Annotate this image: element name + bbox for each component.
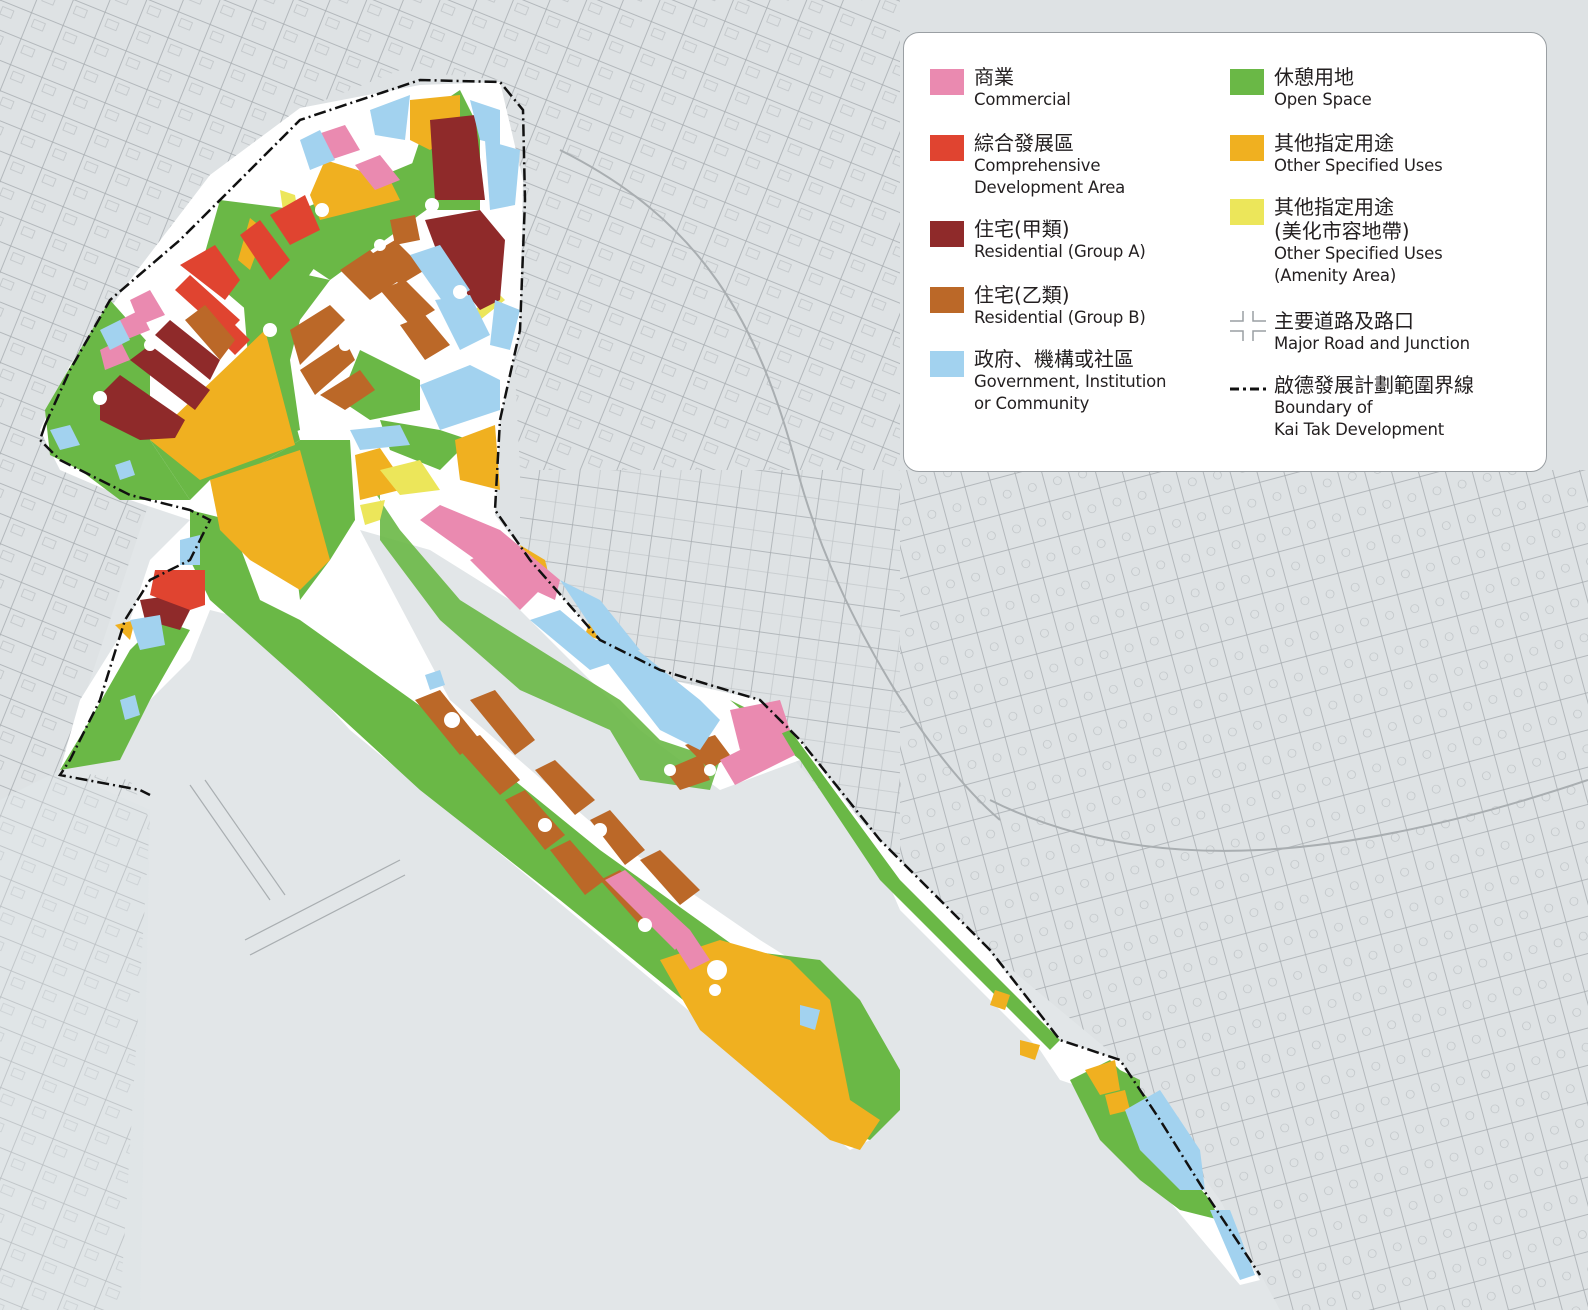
legend-label-zh: 商業 <box>974 65 1014 89</box>
legend-swatch-residential-a <box>930 221 964 247</box>
kai-tak-boundary-line <box>38 78 1262 1276</box>
residential-group-a-zones <box>100 115 505 630</box>
legend-label-en: Residential (Group B) <box>974 308 1146 327</box>
legend-label-zh: 主要道路及路口 <box>1274 309 1414 333</box>
boundary-line-icon <box>1230 387 1266 391</box>
legend-label-en: Open Space <box>1274 90 1372 109</box>
legend-label-zh: 休憩用地 <box>1274 65 1354 89</box>
legend-swatch-commercial <box>930 69 964 95</box>
legend-label-zh: 綜合發展區 <box>974 131 1074 155</box>
road-junctions <box>93 198 727 996</box>
legend-label-en: Comprehensive Development Area <box>974 156 1126 197</box>
commercial-zones <box>100 125 795 970</box>
road-junction-icon <box>1230 311 1266 341</box>
legend-label-zh: 其他指定用途 (美化市容地帶) <box>1274 195 1410 243</box>
legend-label-en: Commercial <box>974 90 1071 109</box>
legend-label-en: Residential (Group A) <box>974 242 1146 261</box>
legend-label-zh: 啟德發展計劃範圍界線 <box>1274 373 1474 397</box>
legend-label-zh: 其他指定用途 <box>1274 131 1394 155</box>
legend-label-en: Major Road and Junction <box>1274 334 1470 353</box>
legend-label-zh: 住宅(甲類) <box>974 217 1070 241</box>
legend-swatch-other-specified-uses <box>1230 135 1264 161</box>
legend-swatch-residential-b <box>930 287 964 313</box>
legend-swatch-open-space <box>1230 69 1264 95</box>
map-legend: 商業 Commercial 綜合發展區 Comprehensive Develo… <box>903 32 1547 472</box>
legend-label-en: Boundary of Kai Tak Development <box>1274 398 1445 439</box>
legend-swatch-gic <box>930 351 964 377</box>
legend-label-en: Other Specified Uses (Amenity Area) <box>1274 244 1443 285</box>
legend-label-en: Other Specified Uses <box>1274 156 1443 175</box>
legend-label-zh: 政府、機構或社區 <box>974 347 1134 371</box>
legend-swatch-cda <box>930 135 964 161</box>
legend-label-en: Government, Institution or Community <box>974 372 1167 413</box>
gic-zones <box>50 95 1255 1280</box>
legend-label-zh: 住宅(乙類) <box>974 283 1070 307</box>
legend-swatch-amenity-area <box>1230 199 1264 225</box>
